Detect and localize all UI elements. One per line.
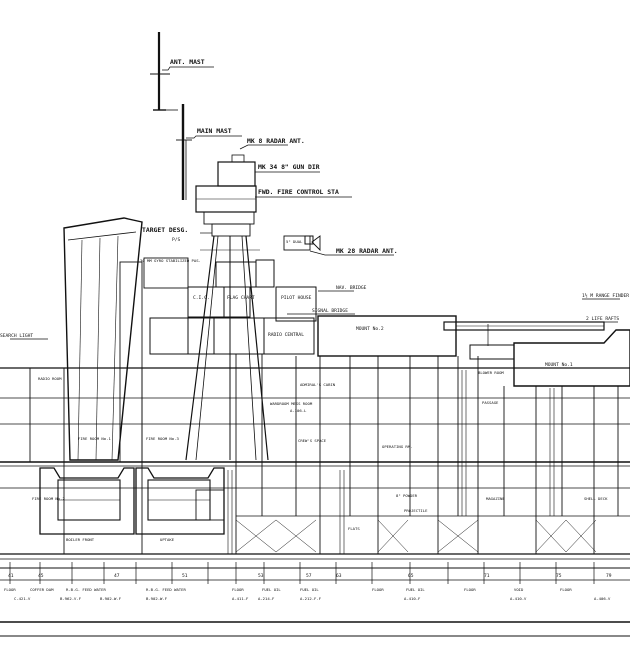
tank-label: FLOOR xyxy=(232,587,244,592)
tank-label: FLOOR xyxy=(464,587,476,592)
tank-label: R.B.G. FEED WATER xyxy=(146,587,186,592)
svg-text:P/S: P/S xyxy=(172,237,181,243)
room-fire-room-2: FIRE ROOM No.2 xyxy=(32,496,65,501)
callout-mk28-radar: MK 28 RADAR ANT. xyxy=(336,247,398,255)
tank-label: FUEL OIL xyxy=(300,587,319,592)
svg-text:5" DUAL: 5" DUAL xyxy=(286,239,303,244)
tank-label: FUEL OIL xyxy=(406,587,425,592)
room-fire-room-3: FIRE ROOM No.3 xyxy=(146,436,179,441)
callouts: ANT. MAST MAIN MAST MK 8 RADAR ANT. MK 3… xyxy=(0,58,629,339)
callout-range-finder: 1½ M RANGE FINDER xyxy=(582,292,629,299)
main-deck xyxy=(0,367,630,560)
funnel xyxy=(63,217,189,463)
callout-signal-bridge: SIGNAL BRIDGE xyxy=(312,308,348,314)
frame-number: 71 xyxy=(484,573,490,579)
room-fire-room-1: FIRE ROOM No.1 xyxy=(78,436,111,441)
svg-text:30 MM GYRO STABILIZED PAS.: 30 MM GYRO STABILIZED PAS. xyxy=(140,258,201,263)
tank-label: FLOOR xyxy=(560,587,572,592)
tank-number: B-902-W.F xyxy=(100,596,122,601)
frame-number: 41 xyxy=(8,573,14,579)
room-radio-central: RADIO CENTRAL xyxy=(268,332,304,338)
callout-fwd-fire-control: FWD. FIRE CONTROL STA xyxy=(258,188,339,196)
room-mount-1: MOUNT No.1 xyxy=(545,362,573,368)
tank-number: A-212-F.F xyxy=(300,596,322,601)
tank-number: A-410-F xyxy=(404,596,421,601)
bulkheads xyxy=(29,354,619,554)
tank-number: A-411-F xyxy=(232,596,249,601)
room-projectile: PROJECTILE xyxy=(404,508,428,513)
room-radio-room: RADIO ROOM xyxy=(38,376,62,381)
tank-numbers: C-421-V B-962-V.F B-902-W.F B-902-W.F A-… xyxy=(14,596,611,601)
tank-number: B-962-V.F xyxy=(60,596,82,601)
frame-numbers: 41 45 47 51 53 57 63 65 71 75 79 xyxy=(8,573,612,579)
callout-ant-mast: ANT. MAST xyxy=(170,58,205,66)
boilers xyxy=(39,467,225,535)
frame-number: 75 xyxy=(556,573,562,579)
frame-number: 79 xyxy=(606,573,612,579)
frame-number: 47 xyxy=(114,573,120,579)
tank-number: A-406-V xyxy=(594,596,611,601)
tank-label: FLOOR xyxy=(372,587,384,592)
superstructure xyxy=(149,259,630,387)
room-cic: C.I.C. xyxy=(193,295,210,301)
room-flats: FLATS xyxy=(348,526,360,531)
room-shell-deck: SHELL DECK xyxy=(584,496,608,501)
room-operating: OPERATING RM. xyxy=(382,444,412,449)
ant-mast xyxy=(150,32,178,111)
callout-mk8-radar: MK 8 RADAR ANT. xyxy=(247,137,305,145)
room-passage: PASSAGE xyxy=(482,400,499,405)
room-wardroom-no: A-106-L xyxy=(290,408,307,413)
room-boiler-front: BOILER FRONT xyxy=(66,537,95,542)
room-wardroom: WARDROOM MESS ROOM xyxy=(270,401,313,406)
trunks xyxy=(227,370,555,554)
frame-number: 65 xyxy=(408,573,414,579)
frame-number: 57 xyxy=(306,573,312,579)
fire-control-tower: 5" DUAL xyxy=(185,154,321,461)
callout-life-raft: 2 LIFE RAFTS xyxy=(586,316,619,322)
frame-number: 63 xyxy=(336,573,342,579)
keel-rule xyxy=(0,567,630,637)
room-blower-room: BLOWER ROOM xyxy=(478,370,504,375)
tank-number: A-214-F xyxy=(258,596,275,601)
tank-labels: FLOOR COFFER DAM R.B.G. FEED WATER R.B.G… xyxy=(4,587,572,592)
room-flag-chart: FLAG CHART xyxy=(227,295,255,301)
frame-number: 53 xyxy=(258,573,264,579)
room-labels: C.I.C. FLAG CHART PILOT HOUSE RADIO CENT… xyxy=(32,295,608,542)
callout-main-mast: MAIN MAST xyxy=(197,127,232,135)
tank-number: A-410-V xyxy=(510,596,527,601)
tank-label: FLOOR xyxy=(4,587,16,592)
frame-number: 45 xyxy=(38,573,44,579)
tank-label: COFFER DAM xyxy=(30,587,54,592)
tank-number: C-421-V xyxy=(14,596,31,601)
main-mast xyxy=(176,104,192,200)
room-powder: 8" POWDER xyxy=(396,493,418,498)
callout-search-light: SEARCH LIGHT xyxy=(0,333,33,339)
tank-number: B-902-W.F xyxy=(146,596,168,601)
tank-label: FUEL OIL xyxy=(262,587,281,592)
callout-nav-bridge: NAV. BRIDGE xyxy=(336,285,367,291)
double-bottom xyxy=(235,519,597,553)
room-uptake: UPTAKE xyxy=(160,537,175,542)
tank-label: R.B.G. FEED WATER xyxy=(66,587,106,592)
room-crews-space: CREW'S SPACE xyxy=(298,438,327,443)
room-magazine: MAGAZINE xyxy=(486,496,505,501)
tank-label: VOID xyxy=(514,587,524,592)
room-admirals-cabin: ADMIRAL'S CABIN xyxy=(300,382,336,387)
room-mount-2: MOUNT No.2 xyxy=(356,326,384,332)
frame-ticks xyxy=(9,562,595,584)
frame-number: 51 xyxy=(182,573,188,579)
room-pilot-house: PILOT HOUSE xyxy=(281,295,312,301)
callout-mk34-gun-dir: MK 34 8" GUN DIR xyxy=(258,163,320,171)
callout-target-desig: TARGET DESG. xyxy=(142,226,188,234)
